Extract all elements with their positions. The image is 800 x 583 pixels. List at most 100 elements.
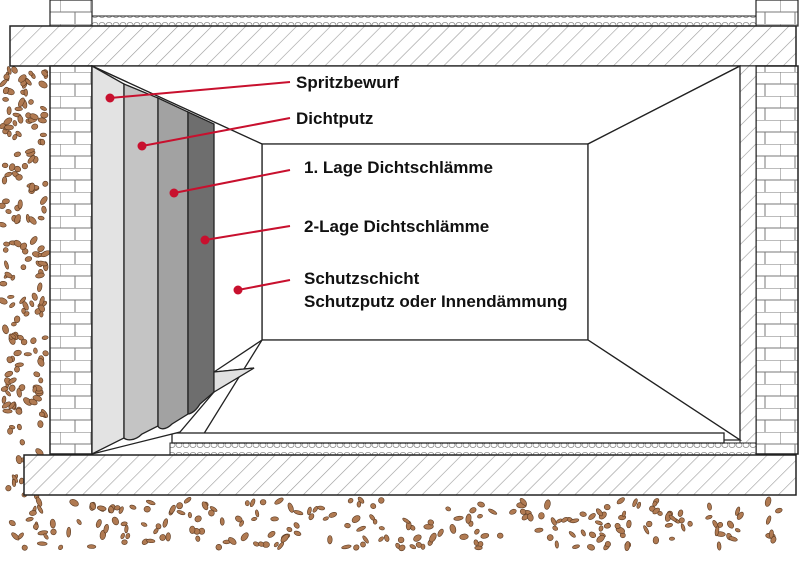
soil-pebble [9, 302, 16, 309]
soil-pebble [588, 513, 596, 520]
layer-lage1-dichtschlaemme [157, 96, 189, 430]
soil-pebble [2, 198, 10, 205]
outer-wall-left [49, 65, 93, 455]
soil-pebble [1, 395, 7, 404]
soil-pebble [356, 501, 362, 508]
soil-pebble [552, 525, 559, 531]
soil-pebble [317, 505, 326, 511]
soil-pebble [714, 525, 720, 537]
soil-pebble [598, 525, 604, 532]
soil-pebble [449, 524, 457, 534]
soil-pebble [8, 519, 16, 527]
soil-pebble [480, 533, 490, 539]
soil-pebble [25, 517, 34, 522]
soil-pebble [43, 533, 49, 540]
soil-pebble [768, 529, 774, 539]
label-schutzschicht: Schutzschicht [304, 269, 420, 288]
soil-pebble [378, 526, 385, 531]
soil-pebble [351, 515, 361, 523]
soil-pebble [31, 123, 39, 130]
soil-pebble [13, 315, 21, 323]
soil-pebble [87, 544, 97, 549]
soil-pebble [189, 525, 196, 534]
soil-pebble [29, 113, 39, 121]
label-dichtputz: Dichtputz [296, 109, 373, 128]
soil-pebble [764, 496, 772, 507]
soil-pebble [307, 506, 312, 516]
soil-pebble [2, 97, 9, 102]
soil-pebble [509, 508, 517, 515]
soil-pebble [595, 508, 603, 517]
soil-pebble [58, 544, 64, 551]
soil-pebble [14, 366, 20, 373]
soil-pebble [429, 532, 437, 543]
soil-pebble [209, 506, 218, 512]
soil-pebble [626, 519, 632, 529]
soil-pebble [0, 280, 8, 287]
soil-pebble [143, 505, 151, 513]
outer-wall-right [755, 65, 799, 455]
soil-pebble [360, 541, 366, 548]
soil-pebble [664, 522, 673, 528]
soil-pebble [176, 502, 183, 510]
soil-pebble [10, 333, 17, 339]
leader-spritzbewurf [109, 81, 291, 99]
soil-pebble [114, 505, 121, 511]
soil-pebble [322, 516, 329, 521]
soil-pebble [519, 497, 527, 506]
soil-pebble [397, 536, 405, 544]
soil-pebble [488, 508, 498, 515]
soil-pebble [162, 518, 169, 528]
soil-pebble [643, 525, 650, 535]
leader-dot-spritzbewurf [105, 93, 115, 103]
soil-pebble [293, 510, 304, 516]
soil-pebble [169, 504, 176, 514]
soil-pebble [0, 202, 6, 209]
soil-pebble [362, 535, 369, 544]
label-spritzbewurf: Spritzbewurf [296, 73, 399, 92]
soil-pebble [95, 519, 102, 528]
soil-pebble [146, 538, 156, 544]
soil-pebble [327, 535, 333, 545]
soil-pebble [477, 501, 485, 508]
soil-pebble [195, 535, 201, 542]
soil-pebble [594, 520, 603, 526]
soil-pebble [111, 516, 119, 526]
soil-pebble [38, 411, 45, 417]
soil-pebble [39, 132, 47, 138]
soil-pebble [474, 528, 480, 535]
soil-pebble [124, 524, 129, 534]
soil-pebble [2, 86, 10, 95]
soil-pebble [121, 539, 128, 545]
soil-pebble [572, 544, 580, 549]
soil-bottom [8, 496, 783, 552]
soil-pebble [40, 111, 49, 119]
soil-pebble [398, 544, 406, 552]
soil-pebble [125, 533, 131, 540]
soil-pebble [39, 138, 46, 146]
soil-pebble [274, 497, 284, 505]
soil-pebble [24, 256, 33, 262]
soil-pebble [409, 544, 417, 550]
soil-pebble [293, 522, 300, 529]
soil-pebble [6, 130, 12, 137]
soil-pebble [273, 541, 279, 548]
soil-pebble [0, 222, 7, 228]
soil-pebble [308, 513, 315, 521]
soil-pebble [378, 536, 384, 542]
soil-pebble [15, 408, 23, 415]
soil-pebble [17, 199, 23, 210]
soil-pebble [652, 507, 660, 515]
soil-pebble [603, 504, 611, 511]
soil-pebble [255, 509, 260, 518]
soil-pebble [38, 80, 48, 89]
upper-floor-gravel [91, 15, 757, 27]
soil-pebble [596, 534, 605, 543]
soil-pebble [4, 260, 9, 270]
soil-pebble [538, 512, 545, 520]
soil-pebble [4, 370, 14, 378]
soil-pebble [24, 148, 35, 154]
soil-pebble [32, 386, 37, 393]
soil-pebble [41, 205, 47, 214]
soil-pebble [4, 171, 13, 178]
